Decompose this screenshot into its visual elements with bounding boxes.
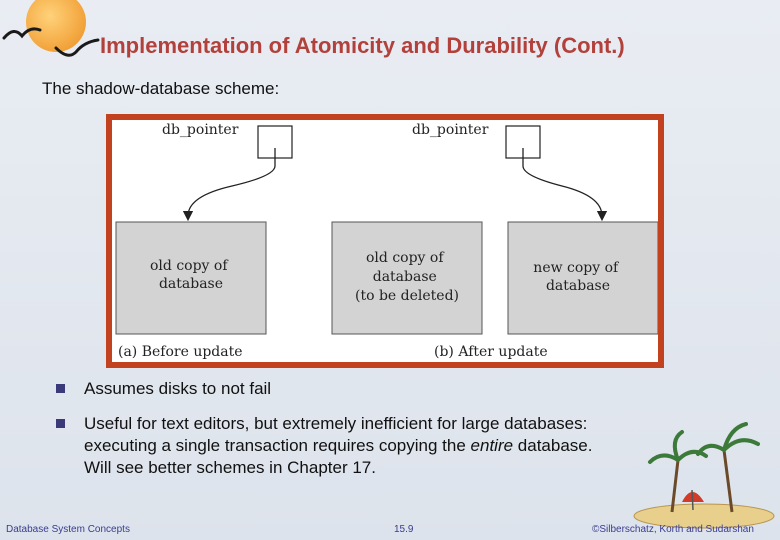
caption-after-update: (b) After update (434, 344, 548, 360)
footer-left: Database System Concepts (6, 524, 130, 535)
bird-icon (54, 38, 100, 62)
footer-copyright: ©Silberschatz, Korth and Sudarshan (592, 524, 754, 535)
island-illustration (612, 420, 780, 530)
slide-subtitle: The shadow-database scheme: (42, 79, 279, 99)
bullet-item: Assumes disks to not fail (56, 378, 706, 400)
bird-icon (2, 24, 42, 44)
slide-title: Implementation of Atomicity and Durabili… (100, 33, 772, 59)
shadow-database-diagram: db_pointer db_pointer old copy of databa… (106, 114, 664, 368)
bullet-item: Useful for text editors, but extremely i… (56, 413, 706, 479)
caption-before-update: (a) Before update (118, 344, 243, 360)
db-pointer-label-left: db_pointer (162, 122, 239, 138)
bullet-marker-icon (56, 384, 65, 393)
bullet-marker-icon (56, 419, 65, 428)
db-pointer-label-right: db_pointer (412, 122, 489, 138)
bullet-list: Assumes disks to not fail Useful for tex… (56, 378, 706, 492)
footer-page-number: 15.9 (394, 524, 413, 535)
